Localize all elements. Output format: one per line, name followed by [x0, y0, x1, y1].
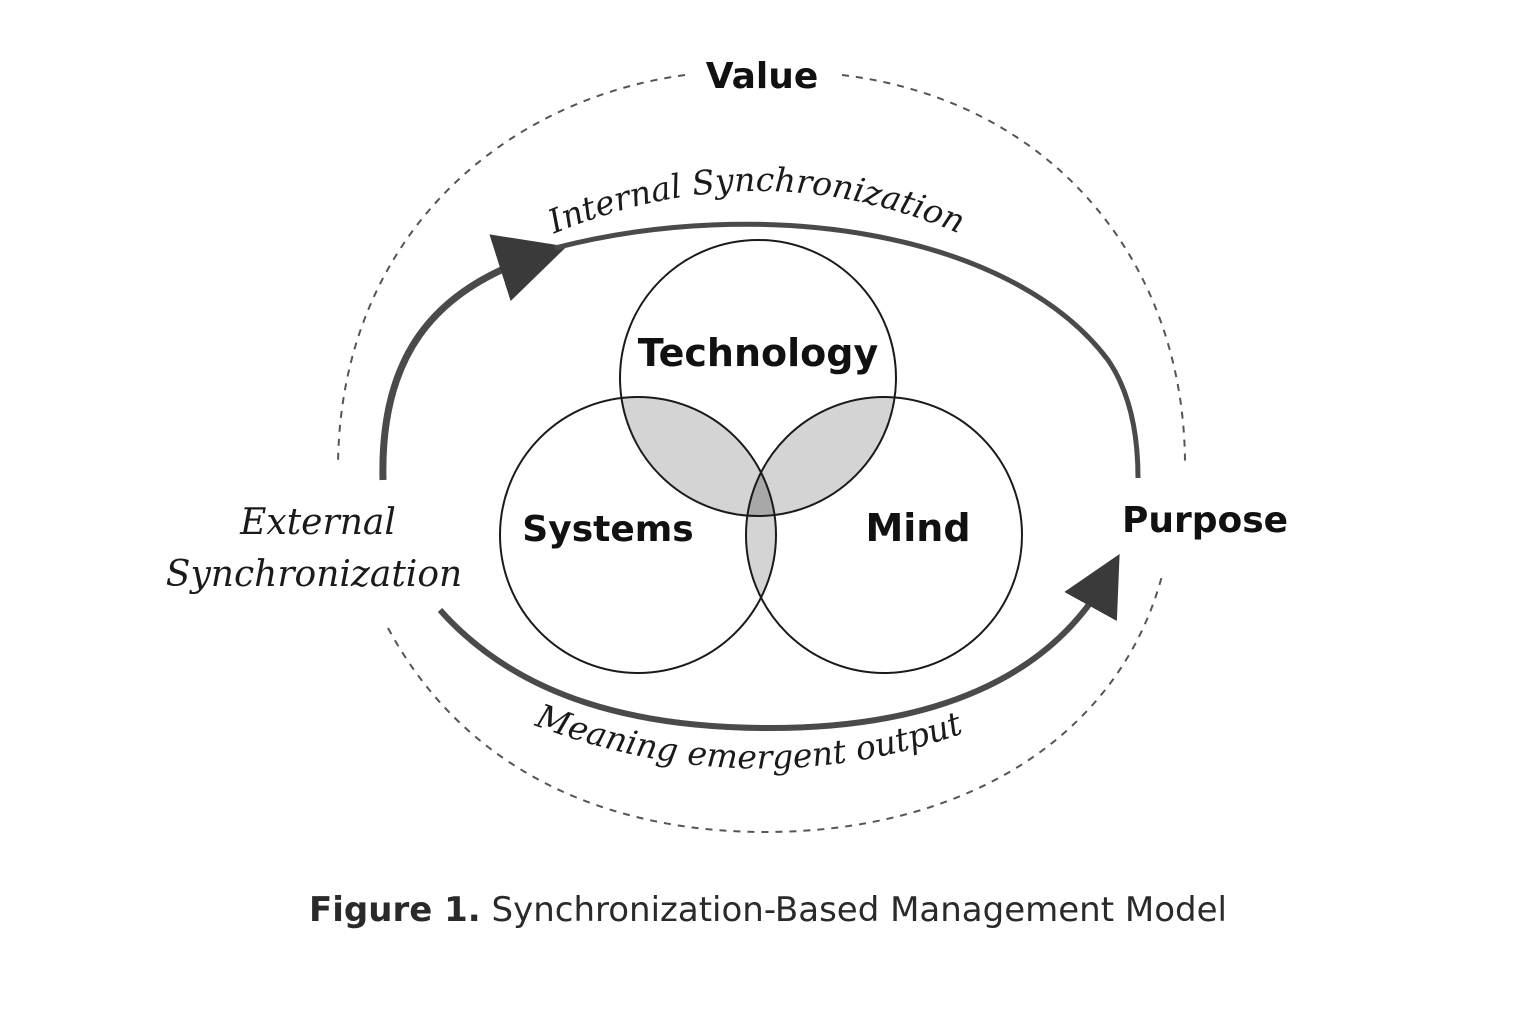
- outer-dashed-loop: [337, 74, 1186, 834]
- external-sync-arrow: [379, 234, 567, 481]
- mind-circle: [745, 396, 1023, 674]
- figure-number: Figure 1.: [309, 890, 481, 930]
- sync-arcs: [379, 221, 1141, 732]
- purpose-label: Purpose: [1122, 500, 1288, 541]
- technology-circle: [619, 239, 897, 517]
- mind-label: Mind: [865, 506, 970, 550]
- overlap-tech-mind: [746, 397, 896, 516]
- systems-circle: [499, 396, 777, 674]
- venn-circles: [499, 239, 1023, 674]
- dashed-arc-bottom-left: [387, 571, 1164, 834]
- meaning-output-arrow: [437, 553, 1120, 732]
- figure-caption: Figure 1. Synchronization-Based Manageme…: [0, 890, 1536, 930]
- external-sync-label-line1: External: [239, 502, 396, 543]
- dashed-arc-top-left: [337, 74, 686, 466]
- venn-overlaps: [620, 397, 896, 673]
- internal-sync-arc: [554, 221, 1141, 479]
- meaning-output-label: Meaning emergent outputs: [0, 0, 967, 777]
- value-label: Value: [706, 56, 819, 97]
- systems-label: Systems: [522, 509, 693, 550]
- overlap-tech-systems: [620, 397, 776, 516]
- dashed-arc-top-right: [841, 74, 1186, 466]
- external-sync-label-line2: Synchronization: [166, 554, 462, 595]
- technology-label: Technology: [638, 331, 879, 375]
- figure-title: Synchronization-Based Management Model: [491, 890, 1227, 930]
- internal-sync-label: Internal Synchronization: [541, 160, 970, 242]
